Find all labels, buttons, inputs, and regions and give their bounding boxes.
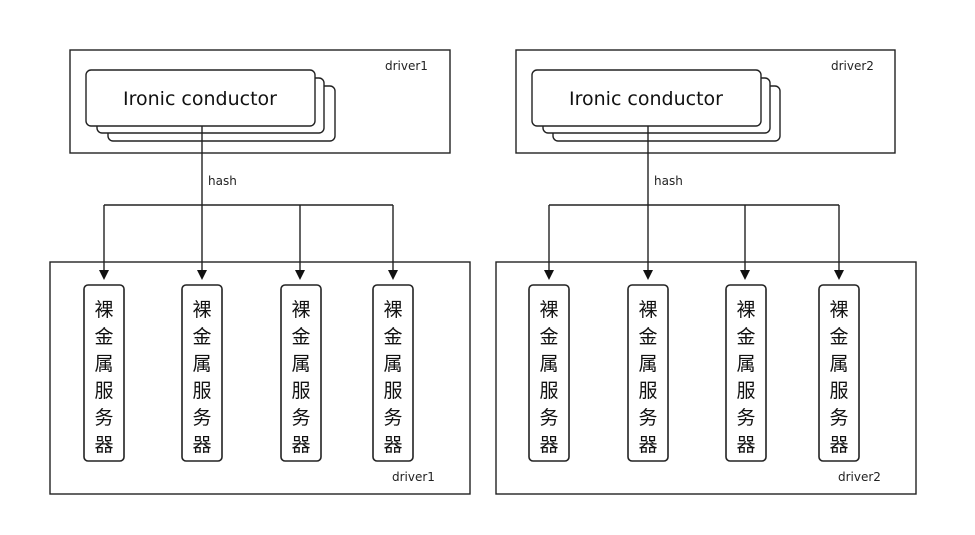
server-label-char: 金 bbox=[539, 326, 558, 348]
server-label-char: 器 bbox=[291, 434, 310, 456]
server-label-char: 服 bbox=[736, 380, 755, 402]
conductor-label: Ironic conductor bbox=[123, 88, 277, 110]
driver1-group: driver1 Ironic conductor hash driver1 裸 … bbox=[49, 49, 471, 495]
server-label-char: 服 bbox=[192, 380, 211, 402]
server-label-char: 器 bbox=[638, 434, 657, 456]
conductor-label: Ironic conductor bbox=[569, 88, 723, 110]
server-label-char: 器 bbox=[94, 434, 113, 456]
server-label-char: 务 bbox=[291, 407, 310, 429]
server-box bbox=[181, 284, 223, 462]
server-label-char: 裸 bbox=[736, 299, 755, 321]
server-node: 裸 金 属 服 务 器 bbox=[725, 284, 767, 462]
server-box bbox=[280, 284, 322, 462]
server-label-char: 器 bbox=[539, 434, 558, 456]
server-label-char: 务 bbox=[638, 407, 657, 429]
server-node: 裸 金 属 服 务 器 bbox=[83, 284, 125, 462]
server-label-char: 金 bbox=[291, 326, 310, 348]
conductor-container-label: driver2 bbox=[831, 59, 874, 73]
server-box bbox=[818, 284, 860, 462]
server-label-char: 务 bbox=[94, 407, 113, 429]
server-label-char: 金 bbox=[94, 326, 113, 348]
server-label-char: 属 bbox=[638, 353, 657, 375]
conductor-box bbox=[85, 69, 316, 127]
server-label-char: 金 bbox=[192, 326, 211, 348]
server-node: 裸 金 属 服 务 器 bbox=[818, 284, 860, 462]
server-label-char: 裸 bbox=[192, 299, 211, 321]
server-label-char: 务 bbox=[192, 407, 211, 429]
server-node: 裸 金 属 服 务 器 bbox=[181, 284, 223, 462]
driver2-group: driver2 Ironic conductor hash driver2 裸 … bbox=[495, 49, 917, 495]
server-label-char: 器 bbox=[383, 434, 402, 456]
server-label-char: 属 bbox=[94, 353, 113, 375]
server-label-char: 裸 bbox=[94, 299, 113, 321]
server-label-char: 属 bbox=[736, 353, 755, 375]
server-label-char: 服 bbox=[383, 380, 402, 402]
servers-container-driver2 bbox=[495, 261, 917, 495]
server-label-char: 服 bbox=[94, 380, 113, 402]
server-box bbox=[528, 284, 570, 462]
servers-container-driver1 bbox=[49, 261, 471, 495]
server-label-char: 器 bbox=[192, 434, 211, 456]
server-label-char: 服 bbox=[829, 380, 848, 402]
server-label-char: 器 bbox=[736, 434, 755, 456]
server-label-char: 裸 bbox=[291, 299, 310, 321]
server-label-char: 属 bbox=[539, 353, 558, 375]
server-node: 裸 金 属 服 务 器 bbox=[372, 284, 414, 462]
server-label-char: 务 bbox=[539, 407, 558, 429]
hash-edge-label: hash bbox=[654, 174, 683, 188]
server-label-char: 属 bbox=[291, 353, 310, 375]
server-label-char: 服 bbox=[638, 380, 657, 402]
server-label-char: 服 bbox=[291, 380, 310, 402]
servers-container-label: driver2 bbox=[838, 470, 881, 484]
server-label-char: 金 bbox=[383, 326, 402, 348]
server-label-char: 属 bbox=[829, 353, 848, 375]
server-box bbox=[725, 284, 767, 462]
server-label-char: 务 bbox=[383, 407, 402, 429]
hash-edge-label: hash bbox=[208, 174, 237, 188]
server-node: 裸 金 属 服 务 器 bbox=[528, 284, 570, 462]
servers-container-label: driver1 bbox=[392, 470, 435, 484]
server-box bbox=[627, 284, 669, 462]
server-label-char: 金 bbox=[638, 326, 657, 348]
server-label-char: 裸 bbox=[383, 299, 402, 321]
server-label-char: 裸 bbox=[539, 299, 558, 321]
server-label-char: 务 bbox=[829, 407, 848, 429]
server-box bbox=[372, 284, 414, 462]
conductor-container-label: driver1 bbox=[385, 59, 428, 73]
conductor-box bbox=[531, 69, 762, 127]
server-label-char: 器 bbox=[829, 434, 848, 456]
server-label-char: 属 bbox=[383, 353, 402, 375]
server-label-char: 属 bbox=[192, 353, 211, 375]
server-node: 裸 金 属 服 务 器 bbox=[280, 284, 322, 462]
server-label-char: 裸 bbox=[829, 299, 848, 321]
server-label-char: 务 bbox=[736, 407, 755, 429]
server-label-char: 金 bbox=[829, 326, 848, 348]
server-label-char: 裸 bbox=[638, 299, 657, 321]
server-box bbox=[83, 284, 125, 462]
server-node: 裸 金 属 服 务 器 bbox=[627, 284, 669, 462]
server-label-char: 服 bbox=[539, 380, 558, 402]
server-label-char: 金 bbox=[736, 326, 755, 348]
